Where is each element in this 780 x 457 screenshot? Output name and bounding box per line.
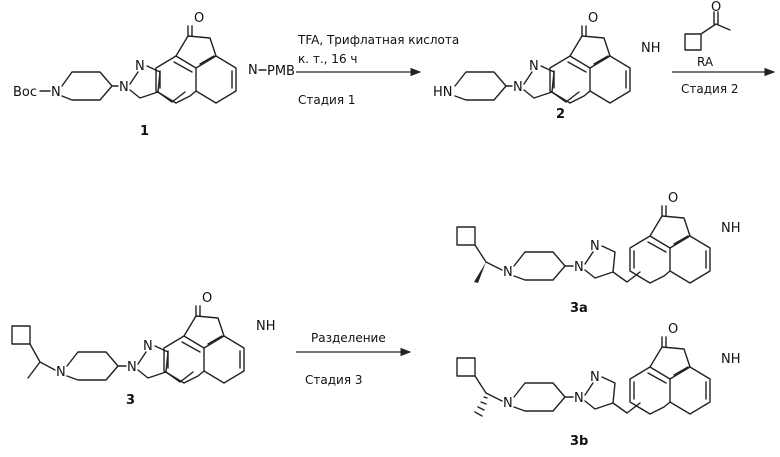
compound-3-number: 3: [126, 393, 135, 408]
compound-3: N N N NH O 3: [12, 291, 276, 408]
pyrazole-n2-label-3b: N: [590, 370, 600, 385]
lactam-nh-label-3a: NH: [721, 221, 741, 236]
step1-stage: Стадия 1: [298, 93, 356, 107]
carbonyl-o-label-3a: O: [668, 191, 678, 206]
step2-reagent: RA: [697, 55, 714, 69]
piperidine-n-label-3: N: [56, 365, 66, 380]
compound-3b: N N N NH O 3b: [457, 322, 741, 449]
pyrazole-n1-label-3: N: [127, 360, 137, 375]
lactam-nh-label-2: NH: [641, 41, 661, 56]
pyrazole-n2-label-3a: N: [590, 239, 600, 254]
lactam-nh-label-3b: NH: [721, 352, 741, 367]
boc-label: Boc: [13, 85, 37, 100]
pyrazole-n1-label-2: N: [513, 80, 523, 95]
carbonyl-o-label-3b: O: [668, 322, 678, 337]
pyrazole-n1-label-3b: N: [574, 391, 584, 406]
pyrazole-n2-label-2: N: [529, 59, 539, 74]
hashed-bond-3b: [475, 397, 487, 416]
carbonyl-o-label-3: O: [202, 291, 212, 306]
carbonyl-o-label: O: [194, 11, 204, 26]
wedge-bond-3a: [474, 262, 486, 283]
step-3: Разделение Стадия 3: [296, 331, 410, 387]
compound-1-number: 1: [140, 124, 149, 139]
lactam-n-label: N: [248, 63, 258, 78]
pmb-label: PMB: [267, 64, 295, 79]
compound-3a: N N N NH O 3a: [457, 191, 741, 316]
compound-3b-number: 3b: [570, 434, 588, 449]
pyrazole-n1-label: N: [119, 80, 129, 95]
compound-2-number: 2: [556, 107, 565, 122]
step1-conditions: к. т., 16 ч: [298, 52, 357, 66]
pyrazole-n2-label-3: N: [143, 339, 153, 354]
step2-stage: Стадия 2: [681, 82, 739, 96]
lactam-nh-label-3: NH: [256, 319, 276, 334]
step3-stage: Стадия 3: [305, 373, 363, 387]
step-2: O RA Стадия 2: [672, 0, 774, 96]
compound-3a-number: 3a: [570, 301, 588, 316]
step1-reagents: TFA, Трифлатная кислота: [297, 33, 459, 47]
pyrazole-n2-label: N: [135, 59, 145, 74]
step3-reagent: Разделение: [311, 331, 386, 345]
pyrazole-n1-label-3a: N: [574, 260, 584, 275]
piperidine-n-label: N: [51, 85, 61, 100]
compound-1: Boc N N N N PMB O 1: [13, 11, 295, 139]
carbonyl-o-label-2: O: [588, 11, 598, 26]
piperidine-n-label-3a: N: [503, 265, 513, 280]
compound-2: HN N N NH O 2: [433, 11, 661, 122]
piperidine-nh-label: HN: [433, 85, 453, 100]
ketone-o-label: O: [711, 0, 721, 15]
piperidine-n-label-3b: N: [503, 396, 513, 411]
